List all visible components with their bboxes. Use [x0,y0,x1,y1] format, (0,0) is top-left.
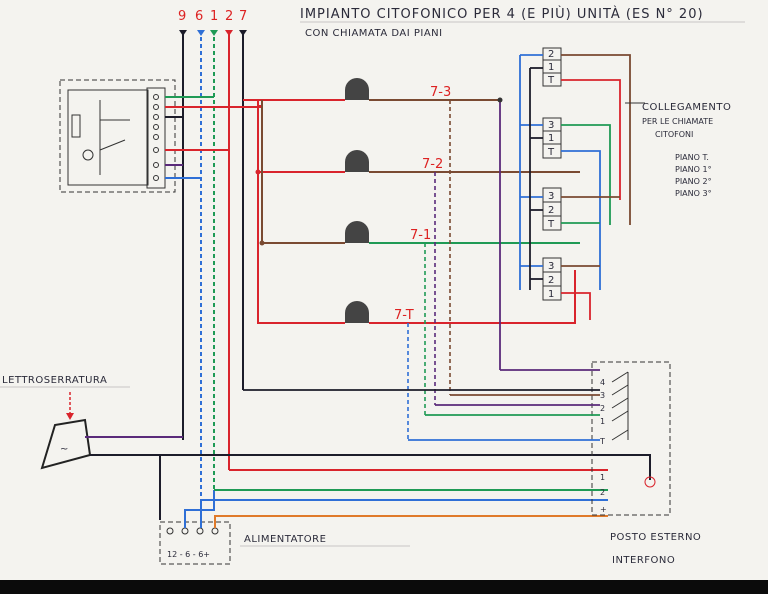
legend-heading3: CITOFONI [655,130,693,139]
bell-icon-t [345,301,369,323]
floor-label-3: 7-3 [430,85,451,100]
outdoor-terminal-5: 1 [600,473,605,482]
bells [345,78,369,323]
floor-label-1: 7-1 [410,228,431,243]
relay-1-2: T [547,147,555,158]
outdoor-label1: POSTO ESTERNO [610,532,701,543]
electric-lock: LETTROSERRATURA ~ [0,375,130,470]
legend-item-3: PIANO 3° [675,189,712,198]
relay-stack-0: 2 1 T [542,47,562,87]
floor-downlines [407,100,451,440]
relay-3-2: 1 [548,289,555,300]
bell-to-relay [369,99,580,324]
legend-item-0: PIANO T. [675,153,709,162]
legend-item-2: PIANO 2° [675,177,712,186]
lock-icon [40,418,92,470]
relay-stacks: 2 1 T 3 1 T 3 2 T 3 2 1 [542,47,562,301]
floor-label-t: 7-T [394,308,414,323]
legend-heading2: PER LE CHIAMATE [642,117,713,126]
outdoor-terminal-7: + [600,505,607,514]
power-label: ALIMENTATORE [244,534,326,545]
outdoor-terminal-6: 2 [600,488,605,497]
outdoor-terminal-1: 3 [600,391,605,400]
top-terminal-1: 6 [195,9,203,24]
lock-symbol: ~ [60,444,69,455]
power-wires [160,454,651,528]
bell-icon-1 [345,221,369,243]
bell-icon-2 [345,150,369,172]
relay-1-0: 3 [548,120,555,131]
outdoor-led-icon [644,476,656,488]
relay-3-0: 3 [548,261,555,272]
intercom-box [59,79,176,193]
relay-stack-2: 3 2 T [542,187,562,231]
power-terminals: 12 - 6 - 6+ [167,550,210,559]
outdoor-terminal-4: T [599,437,605,446]
legend-item-1: PIANO 1° [675,165,712,174]
relay-2-0: 3 [548,191,555,202]
relay-3-1: 2 [548,275,555,286]
title-line1: IMPIANTO CITOFONICO PER 4 (E PIÙ) UNITÀ … [300,6,704,22]
outdoor-unit: 4 3 2 1 T 1 2 + POSTO ESTERNO INTERFONO [591,361,701,566]
bell-risers [243,99,345,324]
top-terminal-4: 7 [239,9,247,24]
relay-stack-1: 3 1 T [542,117,562,159]
power-supply: 12 - 6 - 6+ ALIMENTATORE [159,521,410,565]
outdoor-terminal-3: 1 [600,417,605,426]
top-terminal-2: 1 [210,9,218,24]
relay-1-1: 1 [548,133,555,144]
intercom-wires [165,96,261,179]
relay-0-2: T [547,75,555,86]
relay-0-1: 1 [548,62,555,73]
top-terminal-0: 9 [178,9,186,24]
lock-wires [85,436,183,520]
lock-label: LETTROSERRATURA [2,375,107,386]
floor-labels: 7-3 7-2 7-1 7-T [394,85,451,323]
legend: COLLEGAMENTO PER LE CHIAMATE CITOFONI PI… [625,102,731,198]
title-line2: CON CHIAMATA DAI PIANI [305,28,443,39]
outdoor-terminal-0: 4 [600,378,605,387]
legend-heading1: COLLEGAMENTO [642,102,731,113]
outdoor-label2: INTERFONO [612,555,675,566]
outdoor-feed [243,369,600,441]
relay-0-0: 2 [548,49,555,60]
top-terminal-3: 2 [225,9,233,24]
vertical-bus [179,30,247,500]
relay-2-2: T [547,219,555,230]
bell-icon-3 [345,78,369,100]
relay-wires [255,54,631,370]
floor-label-2: 7-2 [422,157,443,172]
relay-2-1: 2 [548,205,555,216]
bottom-bar [0,580,768,594]
relay-stack-3: 3 2 1 [542,257,562,301]
outdoor-terminal-2: 2 [600,404,605,413]
top-terminals: 9 6 1 2 7 [178,9,247,24]
